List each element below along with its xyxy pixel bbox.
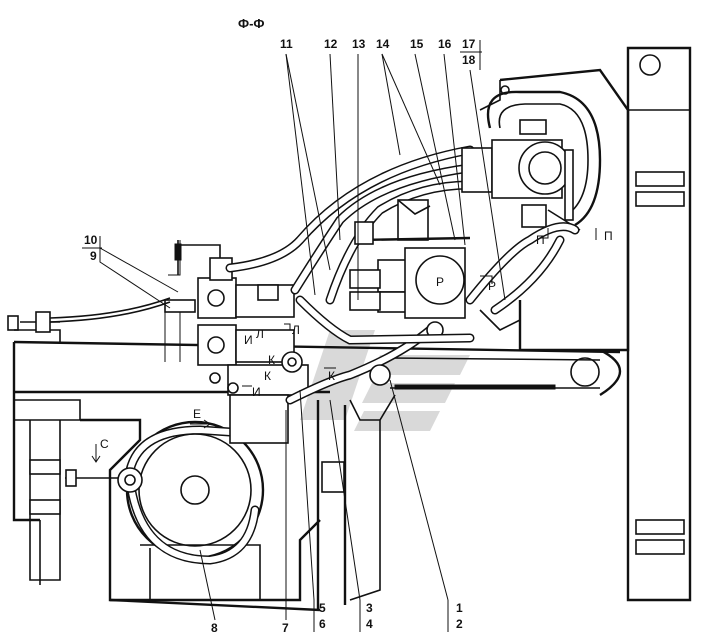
view-letter-l1: Л (256, 327, 264, 341)
view-letter-r1: Р (436, 275, 444, 289)
view-letter-i1: И (244, 333, 253, 347)
callout-5: 5 (319, 601, 326, 615)
callout-9: 9 (90, 249, 97, 263)
cylinder-assembly-top (461, 90, 602, 231)
callout-6: 6 (319, 617, 326, 631)
top-callouts: 11 12 13 14 15 16 17 18 (280, 37, 506, 301)
callout-3: 3 (366, 601, 373, 615)
return-hose (465, 222, 580, 331)
callout-10: 10 (84, 233, 98, 247)
view-letter-c: C (100, 437, 109, 451)
left-callouts: 10 9 (82, 233, 179, 309)
view-letter-p-right: П (604, 229, 613, 243)
callout-7: 7 (282, 621, 289, 635)
view-letter-k2: К (268, 353, 275, 367)
view-letter-i2: И (252, 385, 261, 399)
callout-16: 16 (438, 37, 452, 51)
bottom-callouts: 8 7 5 6 3 4 1 2 (199, 379, 463, 635)
right-frame-column (626, 46, 692, 602)
callout-15: 15 (410, 37, 424, 51)
pressure-pipe (285, 295, 475, 405)
clamp-c (65, 467, 143, 493)
callout-4: 4 (366, 617, 373, 631)
section-title: Ф-Ф (238, 16, 265, 31)
valve-block (164, 240, 309, 444)
callout-2: 2 (456, 617, 463, 631)
pump-housing (80, 418, 321, 612)
view-letter-r2: Р (488, 279, 496, 293)
view-letter-e: E (193, 407, 201, 421)
callout-12: 12 (324, 37, 338, 51)
callout-1: 1 (456, 601, 463, 615)
callout-17: 17 (462, 37, 476, 51)
view-letter-l2: Л (292, 323, 300, 337)
callout-14: 14 (376, 37, 390, 51)
view-markers: E C П П Р Р И Л Л К К К И (91, 228, 613, 463)
view-letter-p-mid: П (536, 233, 545, 247)
hose-bundle (225, 145, 475, 305)
left-frame (7, 311, 81, 585)
view-letter-k1: К (264, 369, 271, 383)
callout-8: 8 (211, 621, 218, 635)
control-cable (49, 240, 182, 323)
callout-18: 18 (462, 53, 476, 67)
cylinder-assembly-mid (349, 199, 471, 319)
callout-13: 13 (352, 37, 366, 51)
center-posts (316, 394, 396, 610)
view-letter-k3: К (328, 369, 335, 383)
callout-11: 11 (280, 37, 293, 51)
